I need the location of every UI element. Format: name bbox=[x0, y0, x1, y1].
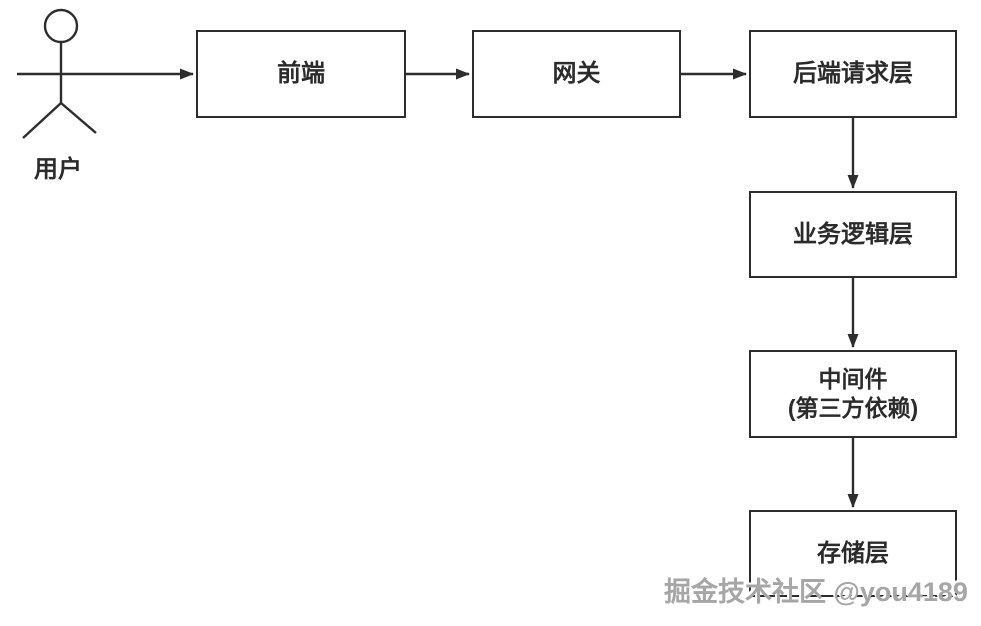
actor-head bbox=[43, 8, 79, 44]
actor-label: 用户 bbox=[34, 156, 82, 183]
node-backend-request: 后端请求层 bbox=[749, 30, 957, 118]
actor-leg-left bbox=[22, 102, 62, 139]
node-storage-label: 存储层 bbox=[817, 539, 889, 567]
node-storage: 存储层 bbox=[749, 510, 957, 597]
node-business-logic-label: 业务逻辑层 bbox=[793, 220, 913, 248]
node-business-logic: 业务逻辑层 bbox=[749, 191, 957, 278]
node-middleware-label: 中间件 bbox=[818, 366, 888, 393]
node-gateway-label: 网关 bbox=[552, 60, 601, 87]
watermark-text: 掘金技术社区 @you4189 bbox=[664, 577, 968, 607]
node-backend-request-label: 后端请求层 bbox=[793, 60, 913, 87]
user-actor-figure bbox=[22, 8, 97, 139]
node-gateway: 网关 bbox=[472, 30, 681, 118]
node-middleware-sublabel: (第三方依赖) bbox=[787, 395, 919, 421]
actor-leg-right bbox=[60, 102, 97, 134]
node-middleware: 中间件 (第三方依赖) bbox=[749, 350, 957, 438]
node-frontend-label: 前端 bbox=[277, 60, 325, 87]
node-frontend: 前端 bbox=[196, 30, 406, 118]
